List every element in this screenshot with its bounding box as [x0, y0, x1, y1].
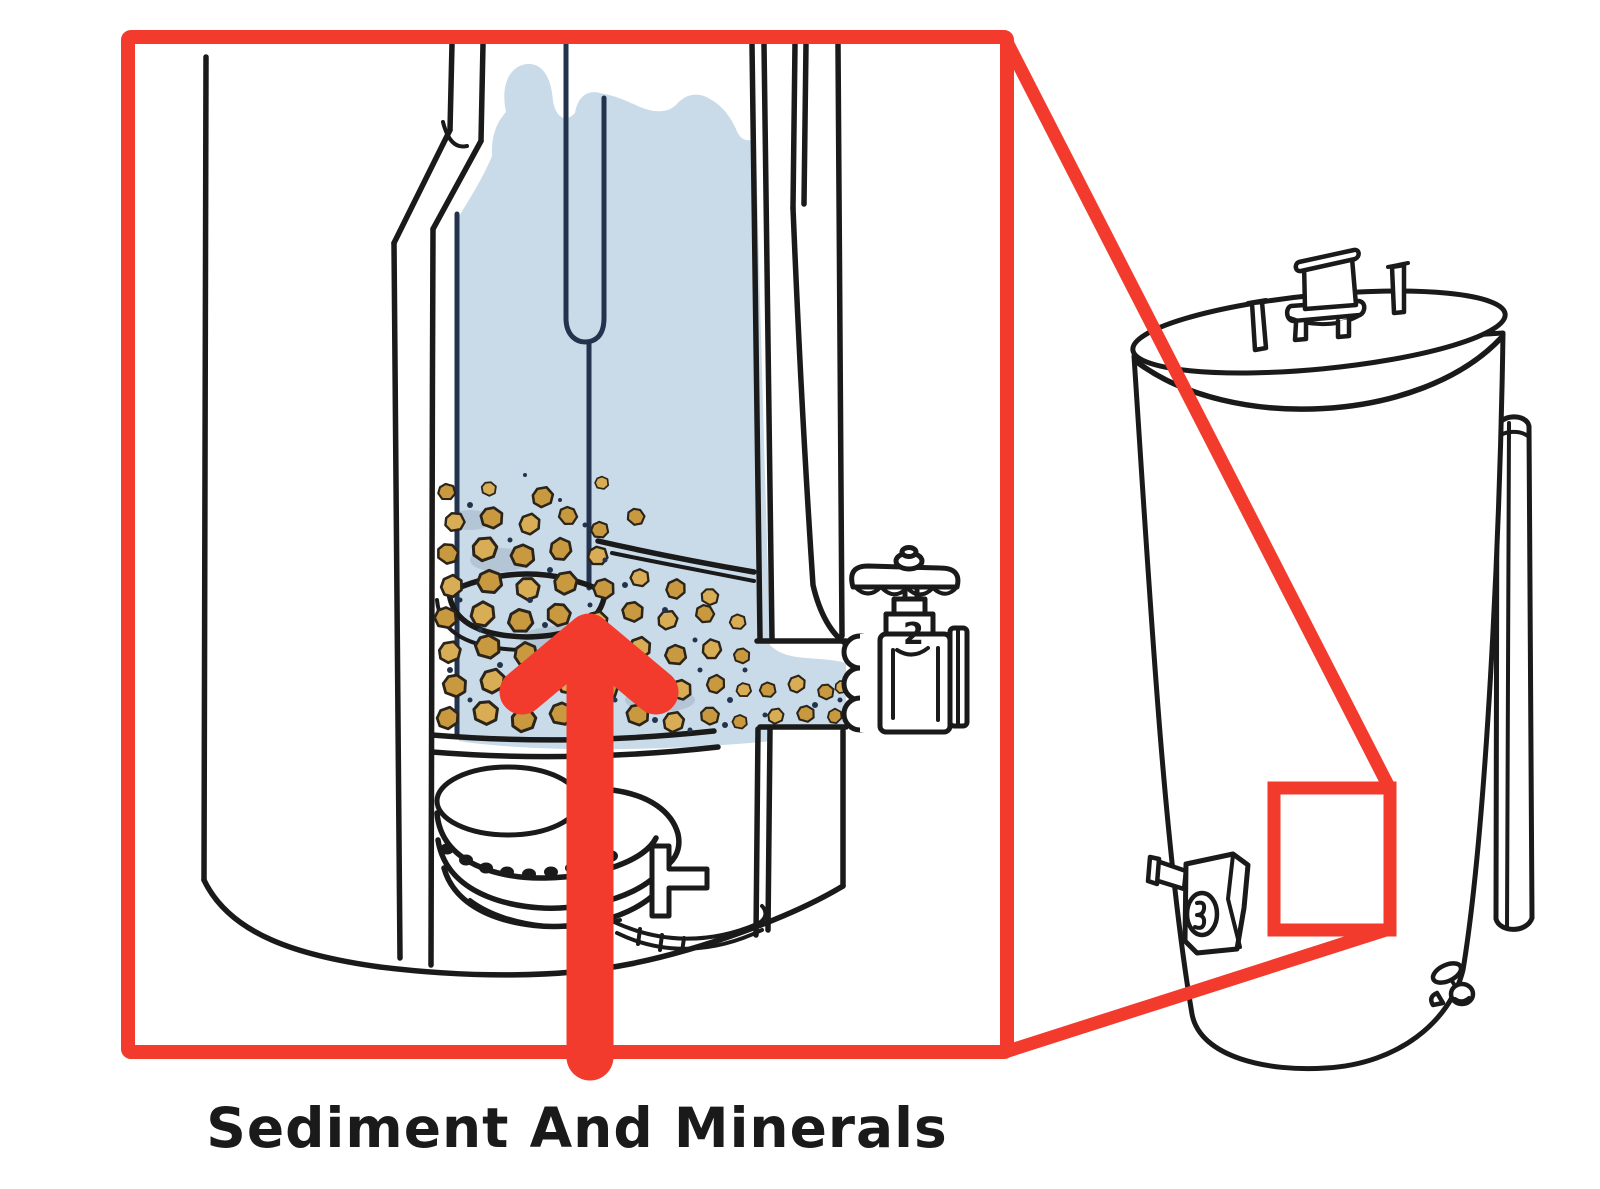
- highlight-rectangle: [1267, 781, 1397, 937]
- zoom-callout: [1002, 41, 1397, 1058]
- sediment-arrow: [499, 613, 679, 1081]
- thermostat-control: [1145, 851, 1251, 956]
- gas-line-bracket: [649, 843, 710, 919]
- drain-pipe: [754, 638, 849, 730]
- inner-wall-left-cutaway: [391, 44, 486, 968]
- tank-drain-spigot: [1428, 961, 1476, 1008]
- ledge-cut-lines: [595, 538, 757, 583]
- outer-tank-wall-lines: [201, 44, 846, 978]
- tank-top-fittings: [1246, 247, 1410, 353]
- valve-handle: [849, 545, 961, 597]
- inset-cutaway-panel: 2: [121, 30, 1014, 1081]
- hot-outlet-stub: [1389, 262, 1407, 316]
- drain-valve: 2: [841, 545, 970, 735]
- dip-tube: [563, 44, 607, 591]
- caption-sediment-and-minerals: Sediment And Minerals: [206, 1096, 947, 1160]
- valve-number-label: 2: [903, 617, 924, 652]
- arrow-head: [499, 613, 679, 715]
- burner-top-disc: [434, 764, 582, 838]
- burner-support-strip: [610, 904, 768, 954]
- cold-inlet-stub: [1249, 299, 1269, 353]
- relief-discharge-pipe: [1493, 414, 1535, 932]
- callout-line-top: [1002, 41, 1396, 792]
- water-fill: [458, 63, 846, 750]
- water-heater-illustration: [1130, 247, 1535, 1072]
- draft-hood-fitting: [1284, 247, 1367, 343]
- inner-wall-right: [749, 44, 848, 938]
- valve-threaded-nipple: [841, 633, 884, 733]
- valve-bonnet: [883, 611, 936, 637]
- callout-line-bottom: [1006, 922, 1391, 1058]
